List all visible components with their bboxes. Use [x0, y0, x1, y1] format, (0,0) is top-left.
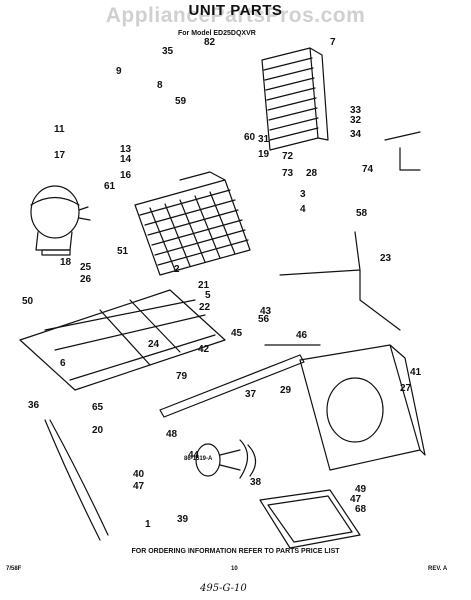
callout-41: 41 — [410, 367, 422, 378]
compressor-icon — [30, 185, 91, 256]
callout-18: 18 — [60, 257, 72, 268]
callout-8: 8 — [157, 80, 163, 91]
left-code: 7/58F — [6, 566, 22, 572]
callout-44: 44 — [188, 450, 200, 461]
callout-4: 4 — [300, 204, 306, 215]
callout-19: 19 — [258, 149, 270, 160]
model-subtitle: For Model ED25DQXVR — [178, 30, 256, 37]
callout-29: 29 — [280, 385, 292, 396]
tubing-23 — [279, 231, 401, 331]
fan-shroud-housing — [299, 344, 426, 471]
condenser-coil-icon — [261, 47, 329, 151]
page-title: UNIT PARTS — [188, 2, 283, 19]
callout-42: 42 — [198, 344, 210, 355]
callout-6: 6 — [60, 358, 66, 369]
callout-49: 49 — [355, 484, 367, 495]
callout-24: 24 — [148, 339, 160, 350]
callout-11: 11 — [54, 124, 65, 135]
evaporator-coil-icon — [134, 171, 251, 276]
callout-82: 82 — [204, 37, 216, 48]
handwritten-code: 495-G-10 — [200, 583, 247, 594]
callout-1: 1 — [145, 519, 151, 530]
callout-68: 68 — [355, 504, 367, 515]
callout-47: 47 — [133, 481, 145, 492]
callout-25: 25 — [80, 262, 92, 273]
callout-17: 17 — [54, 150, 66, 161]
base-frame — [19, 289, 226, 391]
callout-72: 72 — [282, 151, 294, 162]
callout-28: 28 — [306, 168, 318, 179]
callout-59: 59 — [175, 96, 187, 107]
callout-56: 56 — [258, 314, 270, 325]
fan-motor-icon — [195, 439, 257, 479]
callout-21: 21 — [198, 280, 210, 291]
callout-51: 51 — [117, 246, 129, 257]
callout-3: 3 — [300, 189, 306, 200]
callout-45: 45 — [231, 328, 243, 339]
callout-36: 36 — [28, 400, 40, 411]
page-number: 10 — [231, 566, 238, 572]
callout-13: 13 — [120, 144, 132, 155]
revision-label: REV. A — [428, 566, 448, 572]
callout-16: 16 — [120, 170, 132, 181]
callout-61: 61 — [104, 181, 116, 192]
callout-43: 43 — [260, 306, 272, 317]
front-rail — [159, 354, 305, 418]
wire-harness — [44, 419, 109, 541]
drain-pan-icon — [259, 489, 361, 549]
callout-47: 47 — [350, 494, 362, 505]
callout-9: 9 — [116, 66, 122, 77]
callout-22: 22 — [199, 302, 211, 313]
callout-23: 23 — [380, 253, 392, 264]
callout-26: 26 — [80, 274, 92, 285]
callout-74: 74 — [362, 164, 374, 175]
callout-2: 2 — [174, 264, 180, 275]
callout-20: 20 — [92, 425, 104, 436]
callout-27: 27 — [400, 383, 412, 394]
callout-labels: 1 2 3 4 5 6 7 8 9 11 13 14 16 17 18 19 2… — [22, 37, 422, 530]
callout-38: 38 — [250, 477, 262, 488]
callout-35: 35 — [162, 46, 174, 57]
callout-65: 65 — [92, 402, 104, 413]
ordering-note: FOR ORDERING INFORMATION REFER TO PARTS … — [131, 548, 340, 555]
callout-40: 40 — [133, 469, 145, 480]
drawing-number: 86-1519-A — [184, 456, 213, 462]
callout-14: 14 — [120, 154, 132, 165]
callout-32: 32 — [350, 115, 362, 126]
callout-33: 33 — [350, 105, 362, 116]
callout-79: 79 — [176, 371, 188, 382]
tubing-34 — [384, 131, 421, 171]
callout-50: 50 — [22, 296, 34, 307]
callout-37: 37 — [245, 389, 257, 400]
callout-39: 39 — [177, 514, 189, 525]
callout-48: 48 — [166, 429, 178, 440]
callout-31: 31 — [258, 134, 270, 145]
callout-60: 60 — [244, 132, 256, 143]
callout-7: 7 — [330, 37, 336, 48]
callout-73: 73 — [282, 168, 294, 179]
watermark: AppliancePartsPros.com — [105, 4, 366, 27]
callout-34: 34 — [350, 129, 362, 140]
callout-58: 58 — [356, 208, 368, 219]
callout-46: 46 — [296, 330, 308, 341]
callout-5: 5 — [205, 290, 211, 301]
